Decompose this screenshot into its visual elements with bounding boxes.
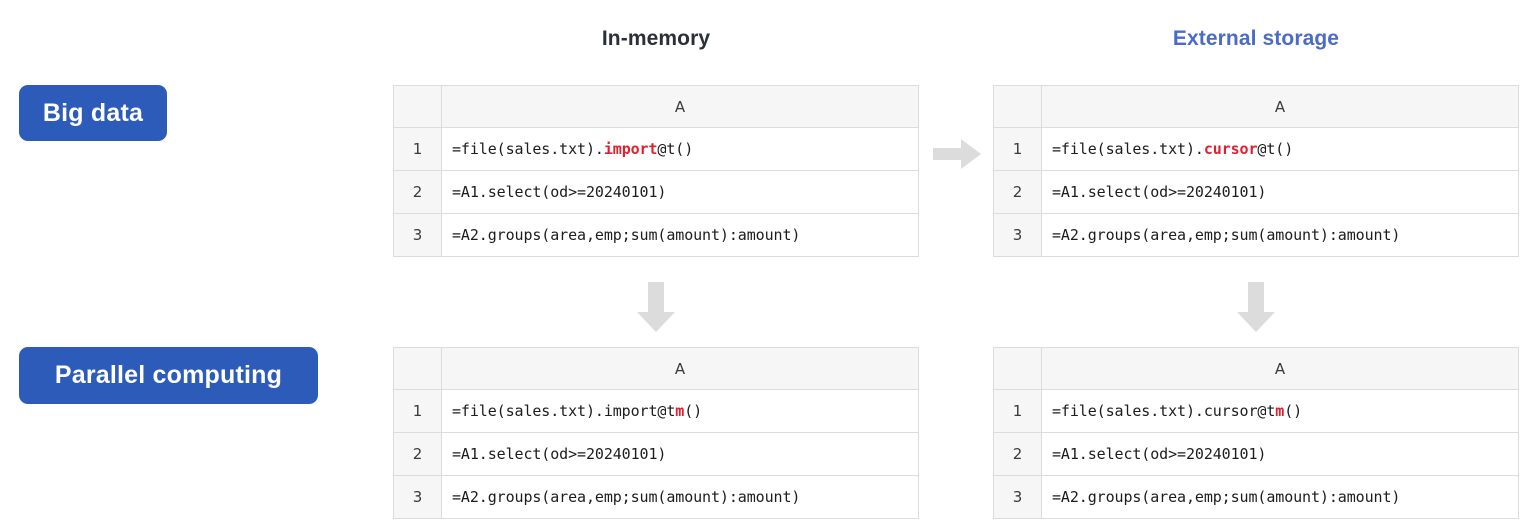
- sheet-body: 1 =file(sales.txt).cursor@tm() 2 =A1.sel…: [993, 389, 1519, 519]
- code-cell[interactable]: =file(sales.txt).import@t(): [441, 127, 919, 171]
- row-number: 2: [393, 170, 442, 214]
- code-cell[interactable]: =file(sales.txt).cursor@tm(): [1041, 389, 1519, 433]
- code-text-highlight: cursor: [1203, 140, 1258, 158]
- arrow-down-icon: [637, 282, 675, 332]
- code-cell[interactable]: =A1.select(od>=20240101): [1041, 432, 1519, 476]
- code-sheet-big-data-in-memory: A 1 =file(sales.txt).import@t() 2 =A1.se…: [393, 85, 919, 257]
- table-header-row: A: [993, 347, 1519, 390]
- code-text-pre: =A1.select(od>=20240101): [452, 183, 667, 201]
- table-row: 2 =A1.select(od>=20240101): [993, 170, 1519, 214]
- code-text-pre: =A2.groups(area,emp;sum(amount):amount): [1052, 226, 1401, 244]
- row-number: 3: [993, 475, 1042, 519]
- code-text-pre: =file(sales.txt).import@t: [452, 402, 676, 420]
- column-heading-in-memory: In-memory: [601, 27, 711, 50]
- row-number: 2: [393, 432, 442, 476]
- sheet-body: 1 =file(sales.txt).import@tm() 2 =A1.sel…: [393, 389, 919, 519]
- row-number: 1: [993, 389, 1042, 433]
- code-text-pre: =A1.select(od>=20240101): [1052, 445, 1267, 463]
- corner-cell: [393, 85, 442, 128]
- code-text-pre: =file(sales.txt).: [1052, 140, 1204, 158]
- code-sheet-parallel-computing-external-storage: A 1 =file(sales.txt).cursor@tm() 2 =A1.s…: [993, 347, 1519, 519]
- code-text-post: @t(): [1257, 140, 1294, 158]
- row-number: 3: [393, 213, 442, 257]
- code-cell[interactable]: =A2.groups(area,emp;sum(amount):amount): [441, 213, 919, 257]
- code-cell[interactable]: =A2.groups(area,emp;sum(amount):amount): [441, 475, 919, 519]
- code-cell[interactable]: =file(sales.txt).import@tm(): [441, 389, 919, 433]
- corner-cell: [993, 85, 1042, 128]
- code-text-pre: =A2.groups(area,emp;sum(amount):amount): [452, 226, 801, 244]
- column-header-a: A: [441, 85, 919, 128]
- code-cell[interactable]: =file(sales.txt).cursor@t(): [1041, 127, 1519, 171]
- code-text-pre: =file(sales.txt).: [452, 140, 604, 158]
- code-text-highlight: m: [675, 402, 685, 420]
- column-header-a: A: [441, 347, 919, 390]
- corner-cell: [393, 347, 442, 390]
- code-text-post: @t(): [657, 140, 694, 158]
- row-number: 3: [393, 475, 442, 519]
- row-badge-big-data: Big data: [19, 85, 167, 141]
- code-sheet-parallel-computing-in-memory: A 1 =file(sales.txt).import@tm() 2 =A1.s…: [393, 347, 919, 519]
- row-number: 1: [993, 127, 1042, 171]
- table-header-row: A: [393, 85, 919, 128]
- code-text-highlight: m: [1275, 402, 1285, 420]
- sheet-body: 1 =file(sales.txt).cursor@t() 2 =A1.sele…: [993, 127, 1519, 257]
- code-text-pre: =A1.select(od>=20240101): [1052, 183, 1267, 201]
- table-row: 1 =file(sales.txt).cursor@t(): [993, 127, 1519, 171]
- table-header-row: A: [993, 85, 1519, 128]
- code-text-post: (): [1284, 402, 1303, 420]
- corner-cell: [993, 347, 1042, 390]
- arrow-down-icon: [1237, 282, 1275, 332]
- table-row: 1 =file(sales.txt).import@tm(): [393, 389, 919, 433]
- code-cell[interactable]: =A2.groups(area,emp;sum(amount):amount): [1041, 213, 1519, 257]
- code-cell[interactable]: =A1.select(od>=20240101): [441, 432, 919, 476]
- row-number: 1: [393, 127, 442, 171]
- table-row: 2 =A1.select(od>=20240101): [993, 432, 1519, 476]
- column-header-a: A: [1041, 347, 1519, 390]
- code-cell[interactable]: =A2.groups(area,emp;sum(amount):amount): [1041, 475, 1519, 519]
- code-text-highlight: import: [603, 140, 658, 158]
- sheet-body: 1 =file(sales.txt).import@t() 2 =A1.sele…: [393, 127, 919, 257]
- table-row: 2 =A1.select(od>=20240101): [393, 432, 919, 476]
- code-text-post: (): [684, 402, 703, 420]
- column-header-a: A: [1041, 85, 1519, 128]
- table-row: 3 =A2.groups(area,emp;sum(amount):amount…: [993, 213, 1519, 257]
- column-heading-external-storage: External storage: [1172, 27, 1340, 50]
- code-cell[interactable]: =A1.select(od>=20240101): [441, 170, 919, 214]
- table-row: 2 =A1.select(od>=20240101): [393, 170, 919, 214]
- arrow-right-icon: [933, 139, 981, 169]
- row-badge-parallel-computing-label: Parallel computing: [54, 361, 283, 389]
- row-number: 2: [993, 432, 1042, 476]
- code-text-pre: =A1.select(od>=20240101): [452, 445, 667, 463]
- row-number: 1: [393, 389, 442, 433]
- table-row: 1 =file(sales.txt).cursor@tm(): [993, 389, 1519, 433]
- table-row: 1 =file(sales.txt).import@t(): [393, 127, 919, 171]
- row-badge-parallel-computing: Parallel computing: [19, 347, 318, 404]
- row-number: 3: [993, 213, 1042, 257]
- row-number: 2: [993, 170, 1042, 214]
- code-sheet-big-data-external-storage: A 1 =file(sales.txt).cursor@t() 2 =A1.se…: [993, 85, 1519, 257]
- code-text-pre: =A2.groups(area,emp;sum(amount):amount): [452, 488, 801, 506]
- table-row: 3 =A2.groups(area,emp;sum(amount):amount…: [393, 213, 919, 257]
- code-cell[interactable]: =A1.select(od>=20240101): [1041, 170, 1519, 214]
- code-text-pre: =file(sales.txt).cursor@t: [1052, 402, 1276, 420]
- row-badge-big-data-label: Big data: [42, 98, 144, 127]
- table-header-row: A: [393, 347, 919, 390]
- table-row: 3 =A2.groups(area,emp;sum(amount):amount…: [393, 475, 919, 519]
- code-text-pre: =A2.groups(area,emp;sum(amount):amount): [1052, 488, 1401, 506]
- table-row: 3 =A2.groups(area,emp;sum(amount):amount…: [993, 475, 1519, 519]
